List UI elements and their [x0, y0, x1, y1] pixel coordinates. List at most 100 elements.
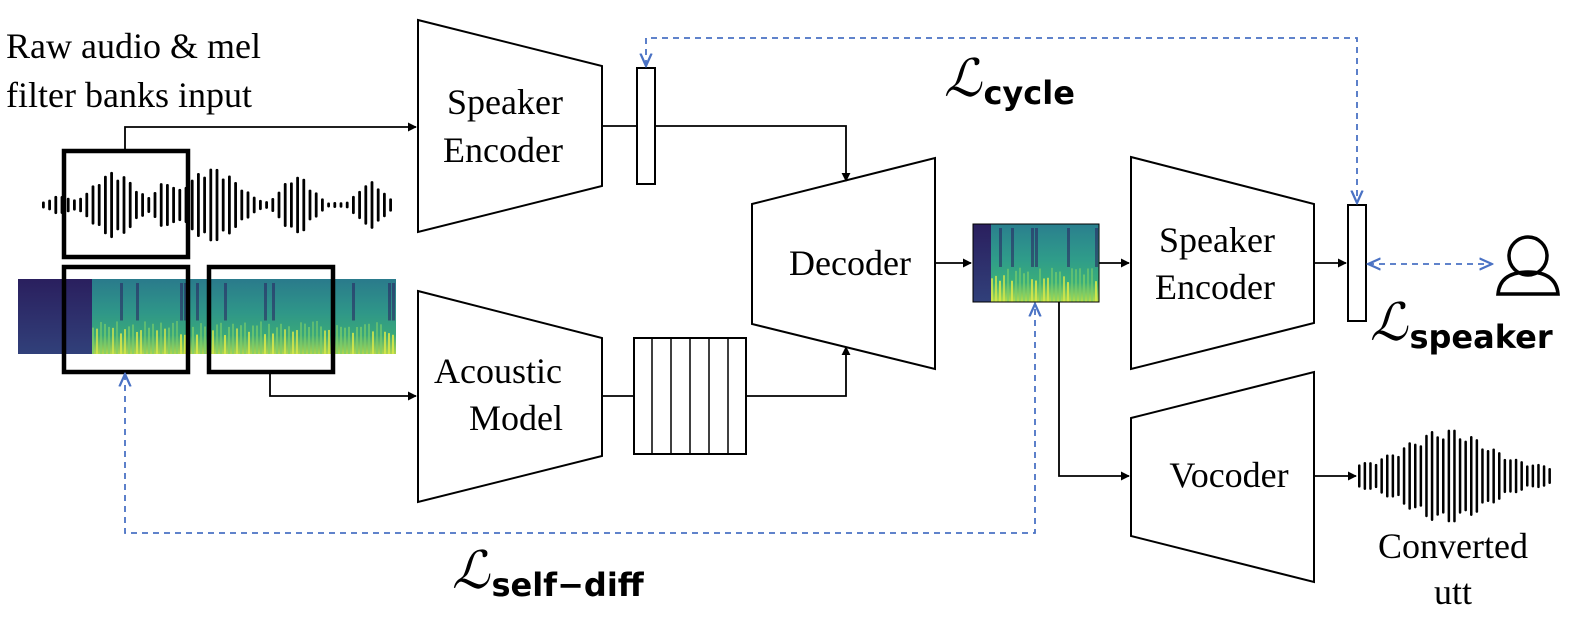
spectrogram-stripe — [256, 325, 258, 354]
spectrogram-stripe — [200, 323, 202, 354]
waveform-bar — [141, 193, 144, 217]
spectrogram-gap — [224, 283, 227, 321]
loss-arrows — [125, 37, 1492, 534]
spectrogram-stripe — [1027, 271, 1029, 302]
waveform-bar — [1542, 465, 1546, 487]
spectrogram-stripe — [336, 325, 338, 354]
waveform-bar — [246, 191, 250, 219]
spectrogram-stripe — [1075, 269, 1077, 302]
waveform-bar — [1481, 448, 1484, 504]
waveform-bar — [1397, 455, 1400, 497]
spectrogram-stripe — [100, 321, 102, 354]
acoustic-model: Acoustic Model — [417, 289, 603, 504]
spectrogram-stripe — [104, 323, 106, 354]
spectrogram-stripe — [1043, 278, 1045, 302]
spectrogram-gap — [136, 283, 139, 321]
waveform-bar — [296, 176, 299, 234]
waveform-bar — [128, 181, 132, 229]
spectrogram-stripe — [264, 334, 266, 354]
waveform-bar — [48, 199, 51, 211]
waveform-bar — [85, 192, 89, 218]
waveform-bar — [1380, 458, 1383, 494]
spectrogram-stripe — [248, 331, 250, 354]
spectrogram-stripe — [348, 326, 350, 354]
spectrogram-stripe — [316, 320, 318, 354]
speaker-embedding-right — [1347, 204, 1367, 322]
spectrogram-stripe — [236, 328, 238, 354]
waveform-bar — [203, 176, 206, 234]
spectrogram-stripe — [324, 330, 326, 354]
spectrogram-stripe — [1007, 268, 1009, 302]
waveform-bar — [1526, 465, 1529, 487]
spectrogram-stripe — [372, 331, 374, 354]
spectrogram-stripe — [320, 326, 322, 354]
waveform-bar — [376, 188, 380, 222]
waveform-bar — [1548, 467, 1551, 485]
spectrogram-stripe — [360, 326, 362, 354]
waveform-bar — [240, 189, 244, 221]
spectrogram-stripe — [148, 327, 150, 354]
spectrogram-stripe — [364, 324, 366, 354]
waveform-bar — [234, 181, 237, 229]
spectrogram-stripe — [1063, 276, 1065, 302]
waveform-bar — [1425, 434, 1428, 518]
spectrogram-stripe — [340, 326, 342, 354]
loss-cycle-label: ℒcycle — [944, 49, 1075, 112]
speaker-encoder-top-label-line1: Speaker — [447, 82, 563, 122]
spectrogram-stripe — [1095, 281, 1097, 302]
input-caption-line2: filter banks input — [6, 75, 252, 115]
output-caption-line2: utt — [1434, 572, 1472, 612]
spectrogram-stripe — [152, 323, 154, 354]
spectrogram-stripe — [168, 327, 170, 354]
spectrogram-gap — [1011, 228, 1014, 267]
waveform-bar — [345, 201, 349, 209]
waveform-bar — [159, 183, 163, 227]
speaker-encoder-right-label-line1: Speaker — [1159, 220, 1275, 260]
waveform-bar — [1419, 445, 1423, 507]
spectrogram-stripe — [308, 327, 310, 354]
waveform-bar — [1498, 452, 1501, 500]
waveform-bar — [1470, 435, 1473, 517]
spectrogram-stripe — [328, 329, 330, 354]
spectrogram-gap — [196, 283, 199, 321]
output-caption-line1: Converted — [1378, 526, 1528, 566]
spectrogram-stripe — [220, 322, 222, 354]
spectrogram-gap — [392, 283, 395, 321]
spectrogram-stripe — [224, 335, 226, 354]
spectrogram-stripe — [356, 327, 358, 354]
waveform-bar — [1475, 439, 1479, 513]
waveform-bar — [333, 202, 337, 208]
waveform-bar — [1374, 463, 1378, 489]
spectrogram-stripe — [160, 322, 162, 354]
spectrogram-stripe — [140, 330, 142, 354]
spectrogram-stripe — [92, 327, 94, 354]
waveform-bar — [122, 176, 126, 234]
spectrogram-gap — [184, 283, 187, 321]
spectrogram-stripe — [244, 322, 246, 354]
spectrogram-stripe — [212, 330, 214, 354]
vocoder-label: Vocoder — [1169, 455, 1288, 495]
waveform-bar — [1486, 449, 1490, 503]
spectrogram-stripe — [368, 323, 370, 354]
waveform-bar — [1503, 458, 1507, 494]
spectrogram-stripe — [1023, 273, 1025, 302]
waveform-bar — [1430, 431, 1434, 521]
spectrogram-stripe — [260, 321, 262, 354]
mel-spectrogram-output — [972, 223, 1100, 303]
waveform-bar — [190, 179, 194, 231]
waveform-bar — [283, 182, 287, 228]
spectrogram-stripe — [232, 323, 234, 354]
spectrogram-stripe — [292, 331, 294, 354]
spectrogram-stripe — [376, 322, 378, 354]
waveform-bar — [308, 189, 312, 221]
waveform-bar — [271, 197, 275, 213]
spectrogram-stripe — [216, 324, 218, 354]
spectrogram-stripe — [164, 328, 166, 354]
waveform-bar — [358, 190, 361, 220]
spectrogram-stripe — [120, 333, 122, 354]
spectrogram-stripe — [184, 334, 186, 354]
spectrogram-stripe — [124, 329, 126, 354]
waveform-bar — [1537, 463, 1540, 489]
spectrogram-stripe — [1067, 282, 1069, 302]
waveform-bar — [221, 178, 225, 232]
